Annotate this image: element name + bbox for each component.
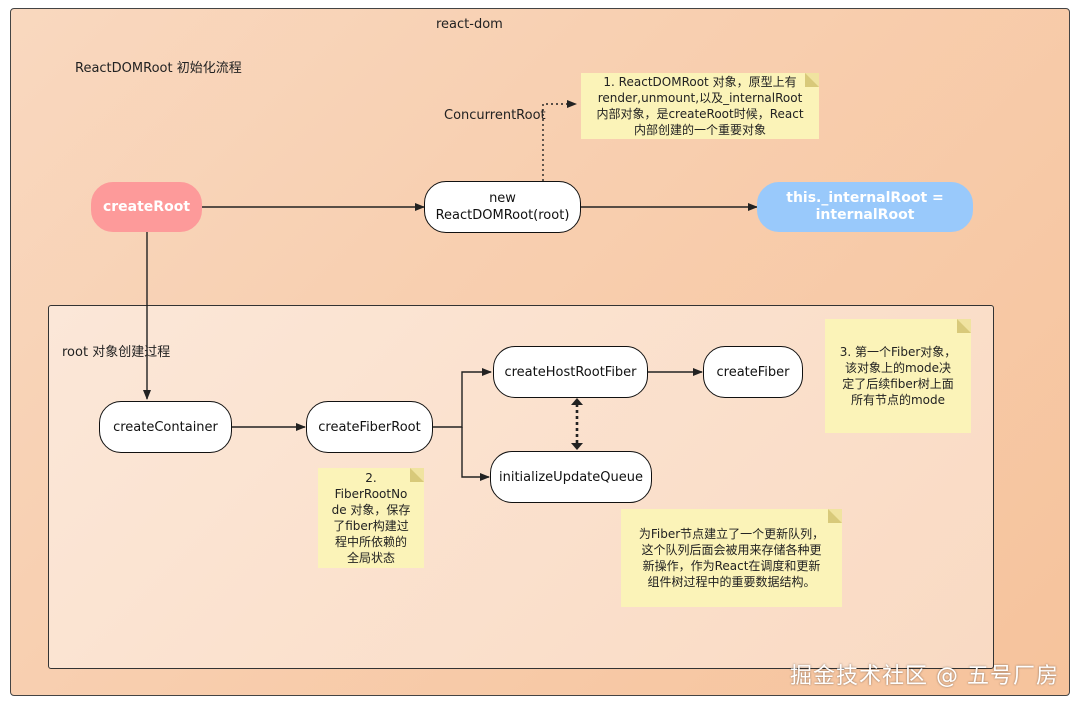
edge-reactdomroot-to-note1 [542,100,577,181]
create-container-label: createContainer [113,419,218,435]
container-subtitle: ReactDOMRoot 初始化流程 [75,61,242,76]
inner-container-title: root 对象创建过程 [62,345,171,360]
note1-line: 1. ReactDOMRoot 对象，原型上有 [603,75,797,89]
note2-line: 全局状态 [346,551,395,565]
note1-line: 内部对象，是createRoot时候，React [596,107,804,121]
note1-line: render,unmount,以及_internalRoot [597,91,803,105]
note-fold-icon [957,319,971,333]
note2-line: 2. [365,471,377,485]
concurrent-root-label: ConcurrentRoot [444,108,546,123]
note3-line: 定了后续fiber树上面 [842,377,954,391]
footer-watermark: 掘金技术社区 @ 五号厂房 [790,664,1059,689]
note2-line: 程中所依赖的 [334,535,407,549]
note1-line: 内部创建的一个重要对象 [633,123,766,137]
edge-createfiberroot-to-updatequeue [461,427,490,481]
react-dom-root-node: new ReactDOMRoot(root) [424,181,581,233]
note-fold-icon [805,73,819,87]
note4-line: 新操作，作为React在调度和更新 [642,559,821,573]
note-first-fiber: 3. 第一个Fiber对象， 该对象上的mode决 定了后续fiber树上面 所… [825,319,971,433]
note-react-dom-root: 1. ReactDOMRoot 对象，原型上有 render,unmount,以… [581,73,819,139]
create-host-root-fiber-node: createHostRootFiber [493,346,648,398]
initialize-update-queue-label: initializeUpdateQueue [499,469,643,485]
note3-line: 该对象上的mode决 [844,361,952,375]
create-fiber-label: createFiber [716,364,790,380]
note4-line: 为Fiber节点建立了一个更新队列， [638,527,825,541]
note2-line: 了fiber构建过 [333,519,409,533]
edge-createfiberroot-to-hostrootfiber [433,368,492,428]
note2-line: FiberRootNo [334,487,408,501]
create-host-root-fiber-label: createHostRootFiber [504,364,637,380]
internal-root-label-line1: this._internalRoot = [786,190,944,206]
container-title: react-dom [436,17,503,32]
initialize-update-queue-node: initializeUpdateQueue [490,451,652,503]
create-fiber-root-label: createFiberRoot [318,419,421,435]
create-fiber-node: createFiber [703,346,803,398]
note4-line: 组件树过程中的重要数据结构。 [647,575,816,589]
create-container-node: createContainer [99,401,232,453]
internal-root-label-line2: internalRoot [815,207,915,223]
create-root-label: createRoot [102,198,191,215]
note2-line: de 对象，保存 [331,503,411,517]
create-root-node: createRoot [91,182,202,232]
create-fiber-root-node: createFiberRoot [306,401,433,453]
note3-line: 3. 第一个Fiber对象， [839,345,957,359]
note-fold-icon [410,468,424,482]
note-update-queue: 为Fiber节点建立了一个更新队列， 这个队列后面会被用来存储各种更 新操作，作… [621,509,842,607]
react-dom-root-label-line1: new [489,191,516,206]
internal-root-node: this._internalRoot = internalRoot [757,182,973,232]
note3-line: 所有节点的mode [850,393,946,407]
react-dom-root-label-line2: ReactDOMRoot(root) [435,208,570,223]
note-fiber-root-node: 2. FiberRootNo de 对象，保存 了fiber构建过 程中所依赖的… [318,468,424,568]
note-fold-icon [828,509,842,523]
note4-line: 这个队列后面会被用来存储各种更 [641,543,822,557]
